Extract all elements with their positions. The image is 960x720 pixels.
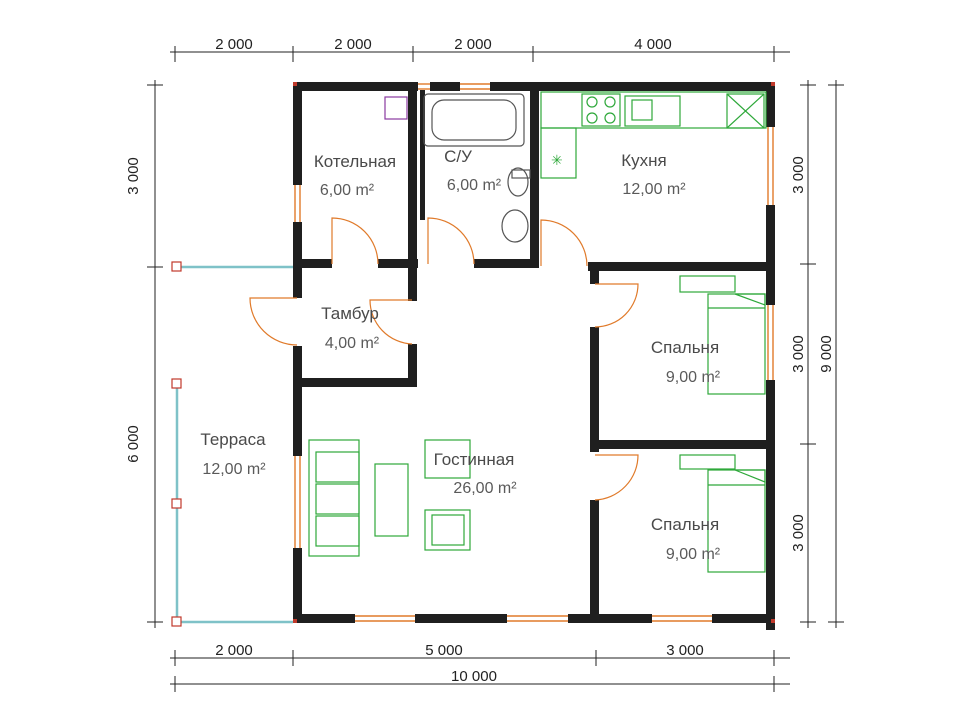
armchair [424,509,471,551]
room-name-bedroom2: Спальня [651,515,719,534]
dim-right-3: 3 000 [790,514,807,552]
windows [294,83,774,622]
door-kitchen [540,219,588,267]
dim-top-3: 2 000 [454,36,492,53]
dim-top-1: 2 000 [215,36,253,53]
room-area-living: 26,00 m² [453,480,517,497]
room-area-boiler: 6,00 m² [320,182,375,199]
dim-bottom-total: 10 000 [451,668,497,685]
dim-left-1: 3 000 [125,157,142,195]
room-name-vestibule: Тамбур [321,304,379,323]
living-furniture [308,439,471,557]
room-area-kitchen: 12,00 m² [622,181,686,198]
walls [293,82,775,630]
door-wc [427,217,475,265]
dimension-labels: 2 000 2 000 2 000 4 000 2 000 5 000 3 00… [125,36,835,685]
door-bedroom2 [594,454,639,501]
room-name-terrace: Терраса [200,430,266,449]
bedroom2-bed [679,454,766,573]
room-area-bedroom2: 9,00 m² [666,546,721,563]
dim-top-2: 2 000 [334,36,372,53]
room-area-vestibule: 4,00 m² [325,335,380,352]
wc-fixtures [384,93,531,243]
door-tambur [369,299,413,345]
railing-post [171,616,182,627]
door-entrance [249,297,298,346]
bathtub [423,93,525,147]
washbasin [501,209,529,243]
dim-top-4: 4 000 [634,36,672,53]
door-boiler [331,217,379,265]
terrace-railing [171,261,293,627]
room-area-terrace: 12,00 m² [202,461,266,478]
dim-right-2: 3 000 [790,335,807,373]
railing-post [171,261,182,272]
toilet-tank [511,169,531,179]
room-name-bedroom1: Спальня [651,338,719,357]
coffee-table [374,463,409,537]
railing-post [171,498,182,509]
railing-post [171,378,182,389]
fridge [726,93,765,129]
door-bedroom1 [594,283,639,328]
dim-bottom-3: 3 000 [666,642,704,659]
dim-left-2: 6 000 [125,425,142,463]
room-name-kitchen: Кухня [621,151,667,170]
corner-markers [293,82,775,623]
dim-bottom-1: 2 000 [215,642,253,659]
room-area-wc: 6,00 m² [447,177,502,194]
dim-right-total: 9 000 [818,335,835,373]
room-area-bedroom1: 9,00 m² [666,369,721,386]
room-name-boiler: Котельная [314,152,396,171]
bedroom1-bed [679,275,766,395]
room-name-wc: С/У [444,147,472,166]
svg-text:✳: ✳ [551,153,563,169]
doors [249,217,639,501]
bathtub-inner [431,99,517,141]
stove [581,93,621,127]
dimension-lines [147,46,844,692]
dim-right-1: 3 000 [790,156,807,194]
dim-bottom-2: 5 000 [425,642,463,659]
toilet [507,167,529,197]
room-name-living: Гостинная [434,450,515,469]
kitchen-furniture: ✳ [540,91,767,179]
armchair [424,439,471,479]
boiler-unit [384,96,408,120]
room-labels: Котельная 6,00 m² С/У 6,00 m² Кухня 12,0… [200,147,720,563]
sink [624,95,681,127]
